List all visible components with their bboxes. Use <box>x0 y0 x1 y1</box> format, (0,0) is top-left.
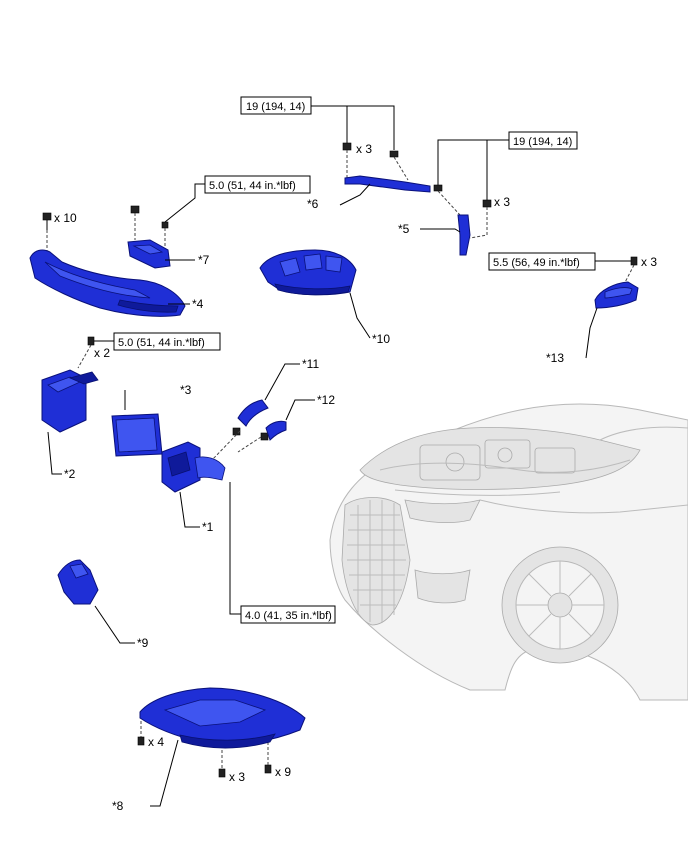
qty-brace-left: x 3 <box>356 142 372 156</box>
label-part-5: *5 <box>398 222 410 236</box>
bolt-icon <box>42 212 52 230</box>
svg-text:5.5 (56, 49 in.*lbf): 5.5 (56, 49 in.*lbf) <box>493 257 580 269</box>
label-part-9: *9 <box>137 636 149 650</box>
part-13-cover <box>594 281 639 309</box>
bolt-icon <box>342 142 352 151</box>
svg-text:5.0 (51, 44 in.*lbf): 5.0 (51, 44 in.*lbf) <box>209 180 296 192</box>
grille-mesh <box>347 500 406 622</box>
bolt-icon <box>630 256 638 266</box>
torque-callout-t5: 5.5 (56, 49 in.*lbf) <box>488 252 596 271</box>
torque-callout-t1: 19 (194, 14) <box>240 96 312 115</box>
qty-under-b: x 3 <box>229 770 245 784</box>
part-4-cover <box>29 249 186 317</box>
quantity-labels: x 3 x 3 x 10 x 2 x 3 x 4 x 3 x 9 <box>54 142 657 784</box>
bolt-icon <box>87 336 95 346</box>
torque-callout-t2: 19 (194, 14) <box>508 131 578 150</box>
qty-under-a: x 4 <box>148 735 164 749</box>
svg-text:19 (194, 14): 19 (194, 14) <box>513 136 572 148</box>
bolt-icon <box>161 221 169 229</box>
bolt-icon <box>130 205 140 214</box>
bolt-icon <box>218 768 226 778</box>
engine-bay <box>379 439 631 496</box>
label-part-11: *11 <box>302 357 319 371</box>
torque-callout-t4: 5.0 (51, 44 in.*lbf) <box>113 332 221 351</box>
part-9-bracket <box>57 559 99 605</box>
qty-ecu: x 2 <box>94 346 110 360</box>
wheel <box>501 546 619 664</box>
part-1-air-cleaner <box>161 441 226 493</box>
part-labels: *6 *5 *7 *4 *10 *13 *3 *2 *1 *11 *12 *9 … <box>64 197 564 813</box>
label-part-4: *4 <box>192 297 204 311</box>
bolt-icon <box>260 432 269 441</box>
bolt-icon <box>433 184 443 192</box>
svg-text:5.0 (51, 44 in.*lbf): 5.0 (51, 44 in.*lbf) <box>118 337 205 349</box>
part-3-filter <box>111 413 163 457</box>
part-5-bracket <box>457 214 471 256</box>
part-8-under-cover <box>139 687 306 749</box>
label-part-8: *8 <box>112 799 124 813</box>
vehicle-illustration <box>329 403 688 701</box>
part-12-hose <box>265 420 287 441</box>
qty-brace-right: x 3 <box>494 195 510 209</box>
label-part-13: *13 <box>546 351 564 365</box>
torque-leaders <box>92 105 633 615</box>
part-6-strut-brace <box>344 175 431 193</box>
svg-text:4.0 (41, 35 in.*lbf): 4.0 (41, 35 in.*lbf) <box>245 610 332 622</box>
bolt-icon <box>264 764 272 774</box>
qty-cover-4: x 10 <box>54 211 77 225</box>
bolt-icon <box>389 150 399 158</box>
part-label-leaders <box>47 183 598 807</box>
part-7-bracket <box>127 239 171 269</box>
label-part-2: *2 <box>64 467 76 481</box>
label-part-3: *3 <box>180 383 192 397</box>
label-part-6: *6 <box>307 197 319 211</box>
bolt-icon <box>482 199 492 208</box>
part-11-pipe <box>237 399 269 427</box>
part-2-ecu <box>41 369 99 433</box>
torque-callout-t6: 4.0 (41, 35 in.*lbf) <box>240 605 336 624</box>
label-part-12: *12 <box>317 393 335 407</box>
bolt-paths <box>46 150 635 769</box>
part-10-engine-cover <box>259 249 357 296</box>
svg-text:19 (194, 14): 19 (194, 14) <box>246 101 305 113</box>
label-part-1: *1 <box>202 520 214 534</box>
label-part-7: *7 <box>198 253 210 267</box>
bolt-icon <box>137 736 145 746</box>
qty-cover-13: x 3 <box>641 255 657 269</box>
label-part-10: *10 <box>372 332 390 346</box>
qty-under-c: x 9 <box>275 765 291 779</box>
torque-callout-t3: 5.0 (51, 44 in.*lbf) <box>204 175 311 194</box>
